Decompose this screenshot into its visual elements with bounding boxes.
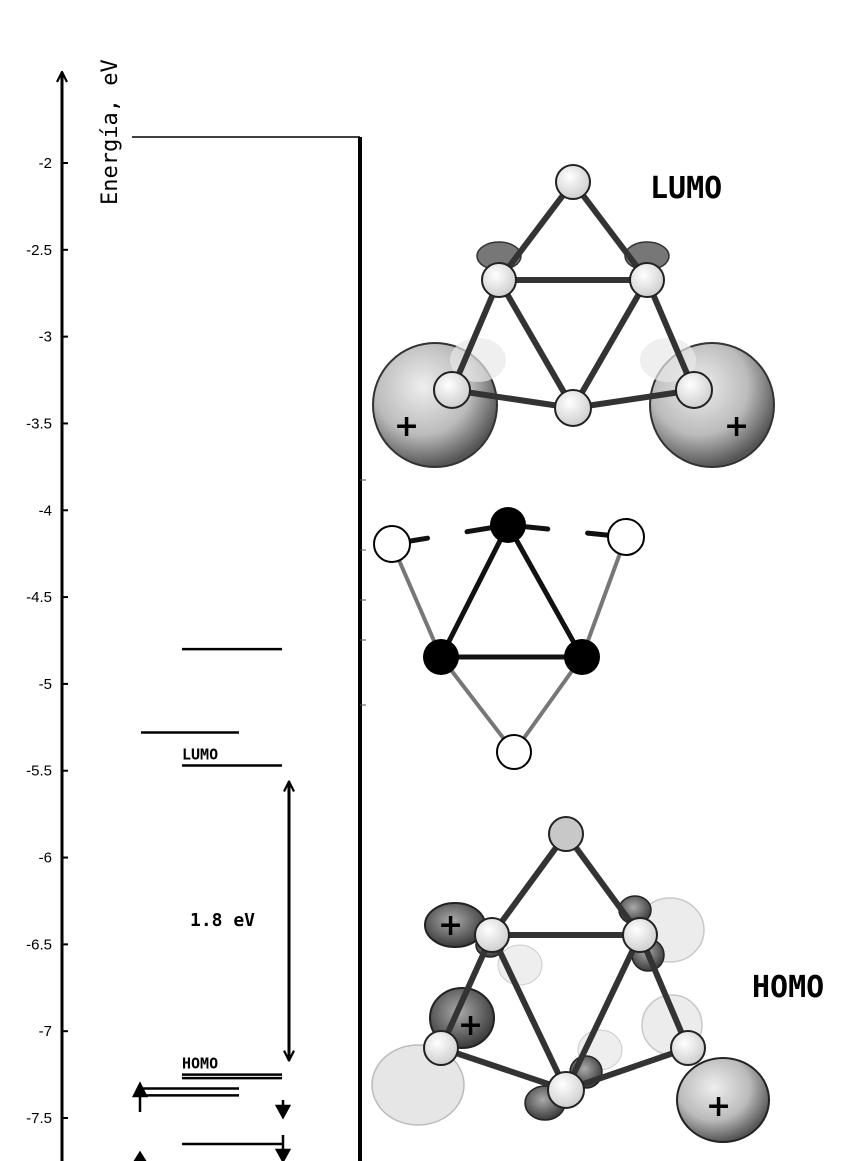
atom-dark — [423, 639, 459, 675]
levels-group: LUMO HOMO — [141, 647, 282, 1146]
y-tick-label: -3.5 — [26, 415, 52, 432]
homo-bonds — [438, 831, 691, 1093]
homo-plus-2: + — [458, 1008, 483, 1043]
atom-light — [373, 525, 411, 563]
skeleton-bonds — [389, 522, 629, 754]
y-tick-label: -7.5 — [26, 1110, 52, 1127]
lumo-plus-right: + — [724, 409, 749, 444]
y-tick-label: -3 — [39, 329, 52, 346]
lumo-atoms — [433, 164, 713, 427]
atom-light — [607, 518, 645, 556]
y-tick-label: -4.5 — [26, 589, 52, 606]
y-tick-label: -2 — [39, 155, 52, 172]
minor-ticks — [360, 479, 366, 706]
atom-dark — [564, 639, 600, 675]
y-axis: Energía, eV -2 -2.5 -3 -3.5 -4 -4.5 -5 -5.5 -6 -6… — [26, 59, 123, 1161]
y-tick-label: -2.5 — [26, 242, 52, 259]
atom-dark — [490, 507, 526, 543]
y-tick-label: -5 — [39, 676, 52, 693]
homo-plus-3: + — [706, 1089, 731, 1124]
y-tick-label: -6.5 — [26, 936, 52, 953]
lumo-lobe-faint — [450, 338, 506, 382]
homo-orbital: + + + HOMO — [371, 816, 824, 1143]
y-tick-label: -5.5 — [26, 763, 52, 780]
homo-lobe — [676, 1057, 770, 1143]
y-tick-label: -6 — [39, 850, 52, 867]
lumo-orbital: + + LUMO — [372, 164, 775, 468]
atom-light — [496, 734, 532, 770]
energy-level-label: LUMO — [182, 746, 218, 764]
spin-arrows — [131, 1081, 292, 1161]
lumo-plus-left: + — [394, 409, 419, 444]
gap-indicator: 1.8 eV — [190, 782, 289, 1061]
lumo-title: LUMO — [650, 171, 722, 206]
molecule-skeleton — [373, 507, 645, 770]
homo-atoms — [423, 816, 706, 1109]
y-axis-label: Energía, eV — [98, 59, 123, 205]
level-panel: LUMO HOMO — [132, 136, 366, 1161]
lumo-lobe-faint — [640, 338, 696, 382]
gap-label: 1.8 eV — [190, 910, 255, 931]
lumo-bonds — [449, 179, 697, 411]
y-tick-label: -4 — [39, 502, 52, 519]
homo-title: HOMO — [752, 970, 824, 1005]
y-tick-group: -2 -2.5 -3 -3.5 -4 -4.5 -5 -5.5 -6 -6.5 -7 -7.5 — [26, 155, 68, 1127]
energy-level-label: HOMO — [182, 1055, 218, 1073]
y-tick-label: -7 — [39, 1023, 52, 1040]
homo-plus-1: + — [438, 908, 463, 943]
